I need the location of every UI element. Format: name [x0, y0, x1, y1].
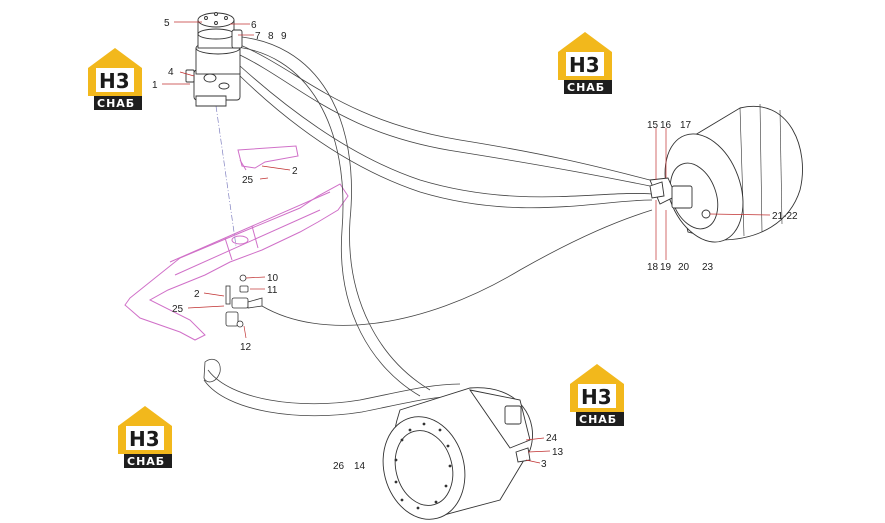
callout-19: 19	[660, 262, 672, 273]
callout-20: 20	[678, 262, 690, 273]
callout-25-upper: 25	[242, 175, 254, 186]
callout-6: 6	[251, 20, 257, 31]
callout-5: 5	[164, 18, 170, 29]
callout-18: 18	[647, 262, 659, 273]
logo-watermark-top-right: Н3 СНАБ	[558, 32, 612, 94]
callout-1: 1	[152, 80, 158, 91]
leader-lines	[162, 21, 771, 464]
callout-9: 9	[281, 31, 287, 42]
callout-10: 10	[267, 273, 279, 284]
callout-26: 26	[333, 461, 345, 472]
svg-text:СНАБ: СНАБ	[127, 455, 165, 468]
callout-25-lower: 25	[172, 304, 184, 315]
callout-13: 13	[552, 447, 564, 458]
callout-12: 12	[240, 342, 252, 353]
callout-21-22: 21-22	[772, 211, 798, 222]
callout-17: 17	[680, 120, 692, 131]
callout-15: 15	[647, 120, 659, 131]
logo-watermark-top-left: Н3 СНАБ	[88, 48, 142, 110]
callout-3: 3	[541, 459, 547, 470]
centre-line	[215, 105, 237, 247]
svg-text:Н3: Н3	[99, 69, 130, 93]
swivel-joint	[185, 12, 243, 107]
svg-text:СНАБ: СНАБ	[579, 413, 617, 426]
svg-text:Н3: Н3	[581, 385, 612, 409]
logo-watermark-bottom-right: Н3 СНАБ	[570, 364, 624, 426]
frame-outline	[124, 145, 349, 341]
travel-motor-right	[649, 103, 803, 243]
callout-2-lower: 2	[194, 289, 200, 300]
callout-labels: 5 6 7 8 9 4 1 2 25 10 11 2 25 12 15 16 1…	[152, 18, 798, 472]
callout-14: 14	[354, 461, 366, 472]
svg-text:СНАБ: СНАБ	[97, 97, 135, 110]
callout-8: 8	[268, 31, 274, 42]
callout-11: 11	[267, 285, 278, 296]
travel-motor-bottom	[382, 387, 533, 520]
callout-4: 4	[168, 67, 174, 78]
callout-2-upper: 2	[292, 166, 298, 177]
hoses	[203, 35, 653, 417]
svg-text:Н3: Н3	[569, 53, 600, 77]
callout-24: 24	[546, 433, 558, 444]
callout-16: 16	[660, 120, 672, 131]
callout-23: 23	[702, 262, 714, 273]
svg-text:СНАБ: СНАБ	[567, 81, 605, 94]
callout-7: 7	[255, 31, 261, 42]
logo-watermark-bottom-left: Н3 СНАБ	[118, 406, 172, 468]
svg-text:Н3: Н3	[129, 427, 160, 451]
fittings-group	[225, 274, 263, 328]
